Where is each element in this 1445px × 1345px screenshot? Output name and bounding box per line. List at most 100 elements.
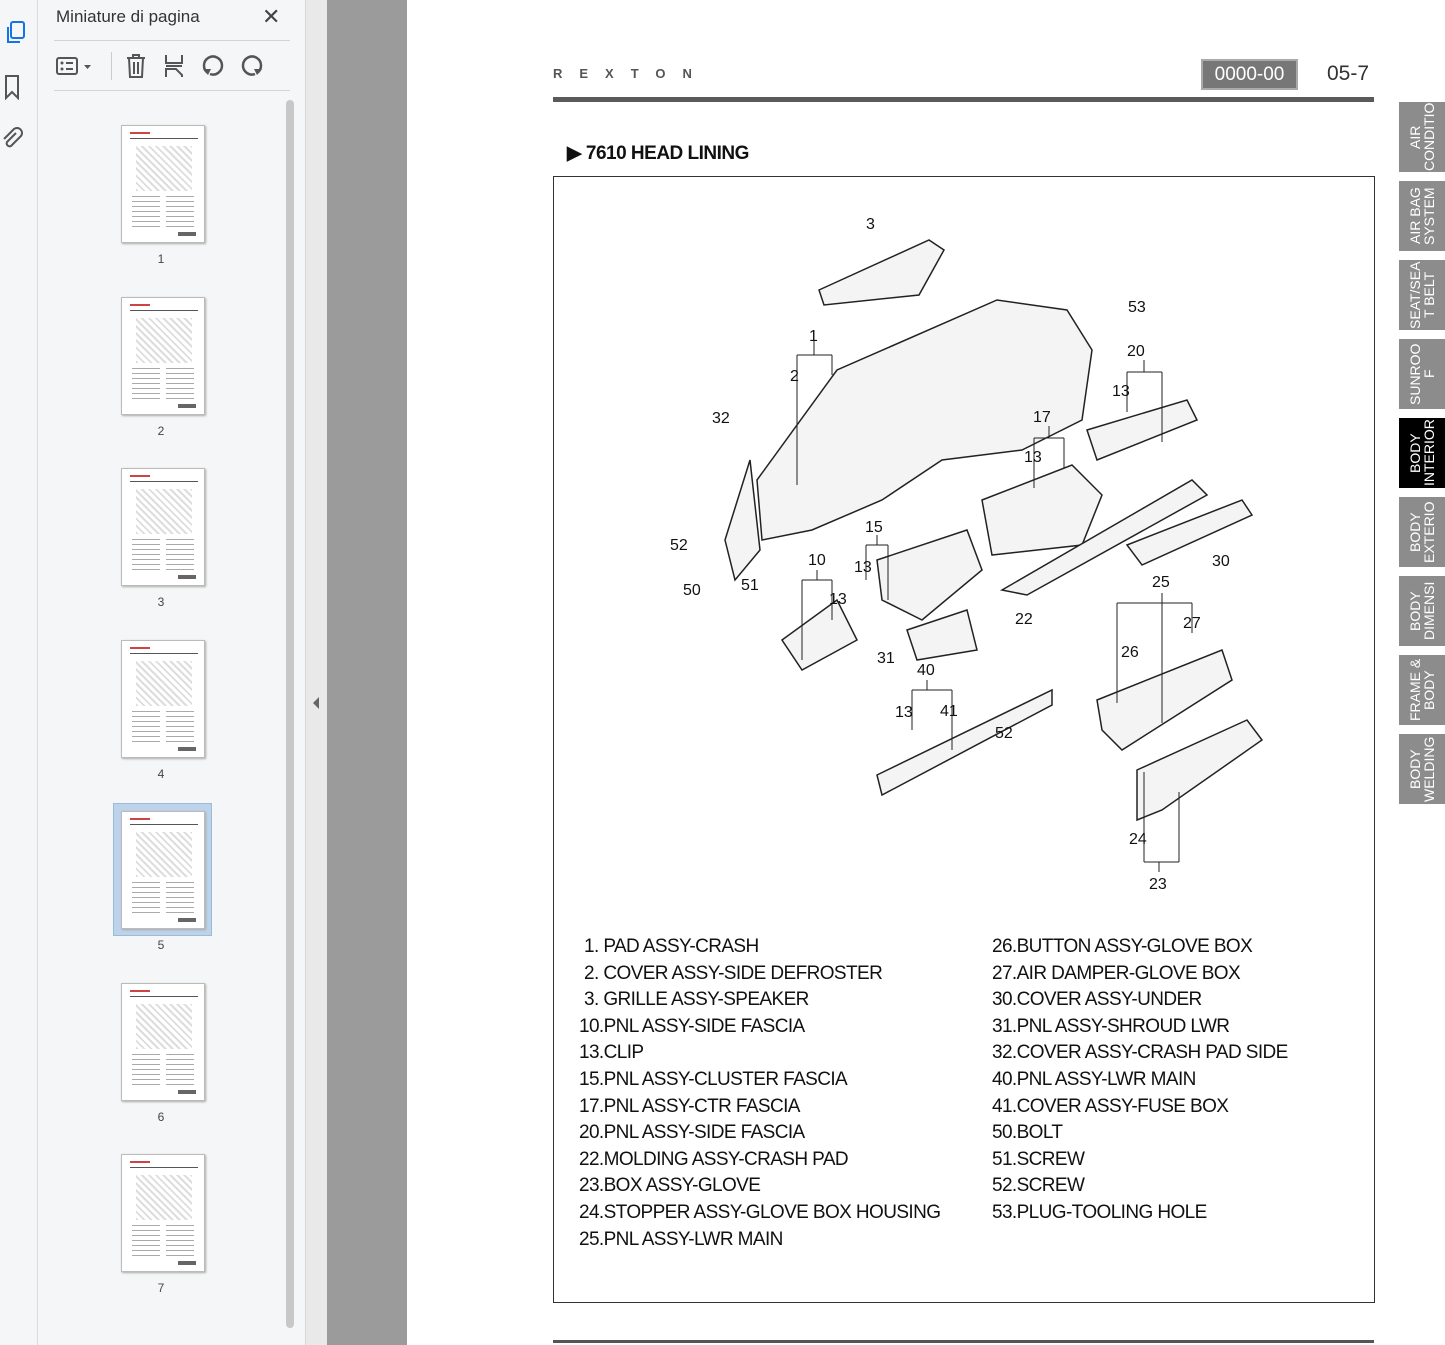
legend-item: 51.SCREW: [992, 1148, 1085, 1170]
bookmark-icon[interactable]: [0, 72, 27, 102]
legend-item: 31.PNL ASSY-SHROUD LWR: [992, 1015, 1230, 1037]
thumbnail-page-number: 2: [157, 423, 165, 438]
document-page: REXTON 0000-00 05-7 ▶ 7610 HEAD LINING 3…: [407, 0, 1445, 1345]
side-fascia-lower-part: [780, 598, 858, 671]
page-background: [327, 0, 407, 1345]
footer-rule: [553, 1340, 1374, 1343]
legend-item: 22.MOLDING ASSY-CRASH PAD: [579, 1148, 849, 1170]
thumbnail-page-number: 7: [157, 1281, 165, 1295]
callout-number: 17: [1033, 409, 1051, 426]
callout-number: 13: [854, 559, 872, 576]
legend-item: 15.PNL ASSY-CLUSTER FASCIA: [579, 1069, 848, 1090]
legend-item: 3. GRILLE ASSY-SPEAKER: [584, 989, 809, 1011]
collapse-arrow-icon[interactable]: [312, 696, 320, 710]
thumbnail-page-number: 5: [157, 938, 165, 952]
callout-number: 20: [1127, 343, 1145, 360]
side-cover-part: [724, 459, 761, 582]
callout-number: 51: [741, 577, 759, 594]
legend-item: 2. COVER ASSY-SIDE DEFROSTER: [584, 962, 883, 984]
attachment-icon[interactable]: [0, 124, 27, 154]
callout-number: 13: [895, 704, 913, 721]
rotate-left-icon[interactable]: [199, 52, 227, 80]
legend-item: 26.BUTTON ASSY-GLOVE BOX: [992, 936, 1253, 957]
speaker-grille-part: [818, 239, 945, 306]
chapter-tab[interactable]: SUNROO F: [1399, 339, 1445, 409]
callout-number: 50: [683, 582, 701, 599]
callout-number: 2: [790, 368, 799, 385]
legend-item: 24.STOPPER ASSY-GLOVE BOX HOUSING: [579, 1202, 941, 1223]
diagram-frame: [553, 176, 1375, 1303]
leader-lines: [796, 340, 1193, 872]
legend-item: 32.COVER ASSY-CRASH PAD SIDE: [992, 1042, 1288, 1064]
page-thumbnail[interactable]: [121, 1154, 205, 1272]
thumbnail-page-number: 4: [157, 766, 165, 781]
chapter-tab[interactable]: SEAT/SEA T BELT: [1399, 260, 1445, 330]
legend-item: 30.COVER ASSY-UNDER: [992, 989, 1202, 1011]
chapter-tab[interactable]: BODY WELDING: [1399, 734, 1445, 804]
callout-number: 30: [1212, 553, 1230, 570]
panel-scrollbar[interactable]: [286, 100, 294, 1328]
crash-pad-molding-part: [999, 479, 1209, 596]
thumbnail-page-number: 1: [157, 252, 165, 266]
page-thumbnails-icon[interactable]: [0, 18, 30, 48]
callout-number: 23: [1149, 876, 1167, 893]
cluster-fascia-part: [876, 529, 983, 621]
center-fascia-part: [981, 464, 1103, 556]
chapter-tab[interactable]: AIR BAG SYSTEM: [1399, 181, 1445, 251]
legend-item: 10.PNL ASSY-SIDE FASCIA: [579, 1015, 805, 1037]
page-thumbnail[interactable]: [121, 639, 205, 758]
callout-number: 3: [866, 216, 875, 233]
thumbnail-page-number: 6: [157, 1109, 165, 1124]
legend-item: 27.AIR DAMPER-GLOVE BOX: [992, 962, 1241, 984]
exploded-parts-diagram: [724, 239, 1264, 872]
extract-page-icon[interactable]: [160, 52, 188, 80]
legend-item: 25.PNL ASSY-LWR MAIN: [579, 1228, 783, 1250]
callout-number: 40: [917, 662, 935, 679]
glove-box-part: [1136, 719, 1264, 822]
divider: [54, 90, 290, 91]
page-number: 05-7: [1327, 62, 1370, 85]
page-thumbnail[interactable]: [121, 468, 205, 586]
callout-number: 27: [1183, 615, 1201, 632]
chapter-tab[interactable]: AIR CONDITIO: [1399, 102, 1445, 172]
rotate-right-icon[interactable]: [238, 52, 266, 80]
page-thumbnail[interactable]: [121, 125, 205, 243]
page-thumbnail[interactable]: [121, 296, 205, 415]
left-tool-rail: [0, 0, 38, 1345]
callout-number: 53: [1128, 299, 1146, 316]
crash-pad-part: [756, 299, 1093, 541]
callout-number: 52: [670, 537, 688, 554]
scrollbar-thumb[interactable]: [286, 100, 294, 1328]
legend-item: 17.PNL ASSY-CTR FASCIA: [579, 1095, 800, 1117]
chapter-tab[interactable]: FRAME & BODY: [1399, 655, 1445, 725]
page-thumbnail[interactable]: [121, 982, 205, 1101]
header-rule: [553, 97, 1374, 102]
under-cover-part: [1125, 499, 1254, 566]
close-panel-button[interactable]: ✕: [262, 4, 281, 29]
side-fascia-part: [1086, 399, 1199, 461]
callout-number: 13: [1024, 449, 1042, 466]
callout-number: 22: [1015, 611, 1033, 628]
divider: [54, 40, 290, 41]
section-code: 0000-00: [1201, 59, 1298, 90]
panel-splitter[interactable]: [306, 0, 327, 1345]
legend-item: 20.PNL ASSY-SIDE FASCIA: [579, 1122, 805, 1144]
thumbnail-page-number: 3: [157, 595, 165, 609]
callout-number: 15: [865, 519, 883, 536]
chapter-tab[interactable]: BODY DIMENSI: [1399, 576, 1445, 646]
callout-number: 25: [1152, 574, 1170, 591]
legend-item: 13.CLIP: [579, 1042, 644, 1064]
chapter-tab[interactable]: BODY INTERIOR: [1399, 418, 1445, 488]
section-heading: ▶ 7610 HEAD LINING: [567, 143, 749, 164]
chapter-tab[interactable]: BODY EXTERIO: [1399, 497, 1445, 567]
delete-icon[interactable]: [122, 52, 150, 80]
callout-number: 31: [877, 650, 895, 667]
page-thumbnail[interactable]: [121, 811, 205, 929]
thumbnail-options-button[interactable]: [54, 52, 96, 80]
callout-number: 1: [809, 328, 818, 345]
callout-number: 41: [940, 703, 958, 720]
callout-number: 10: [808, 552, 826, 569]
legend-item: 52.SCREW: [992, 1175, 1085, 1197]
callout-number: 26: [1121, 644, 1139, 661]
